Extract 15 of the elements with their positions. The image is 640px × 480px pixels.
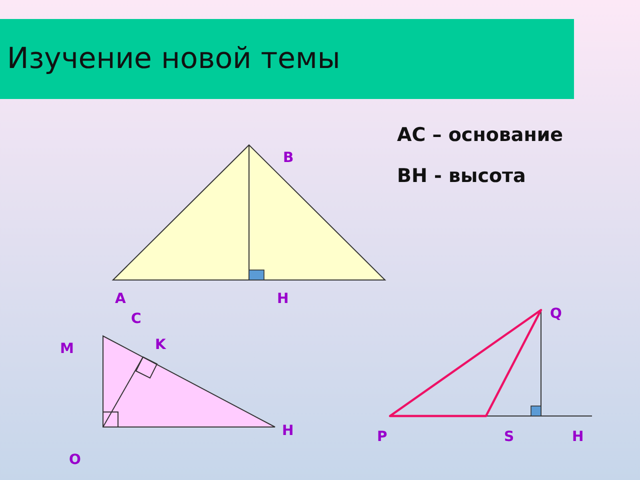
point-label: B — [283, 151, 294, 165]
point-label: H — [282, 424, 294, 438]
point-label: H — [277, 292, 289, 306]
definition-note: BH - высота — [397, 167, 526, 186]
point-label: S — [504, 430, 514, 444]
point-label: K — [155, 338, 166, 352]
point-label: C — [131, 312, 142, 326]
definition-note: AC – основание — [397, 126, 564, 145]
point-label: O — [69, 453, 81, 467]
point-label: M — [60, 342, 74, 356]
point-label: H — [572, 430, 584, 444]
slide-title: Изучение новой темы — [7, 40, 340, 76]
point-label: A — [115, 292, 126, 306]
point-label: Q — [550, 307, 562, 321]
point-label: P — [377, 430, 388, 444]
